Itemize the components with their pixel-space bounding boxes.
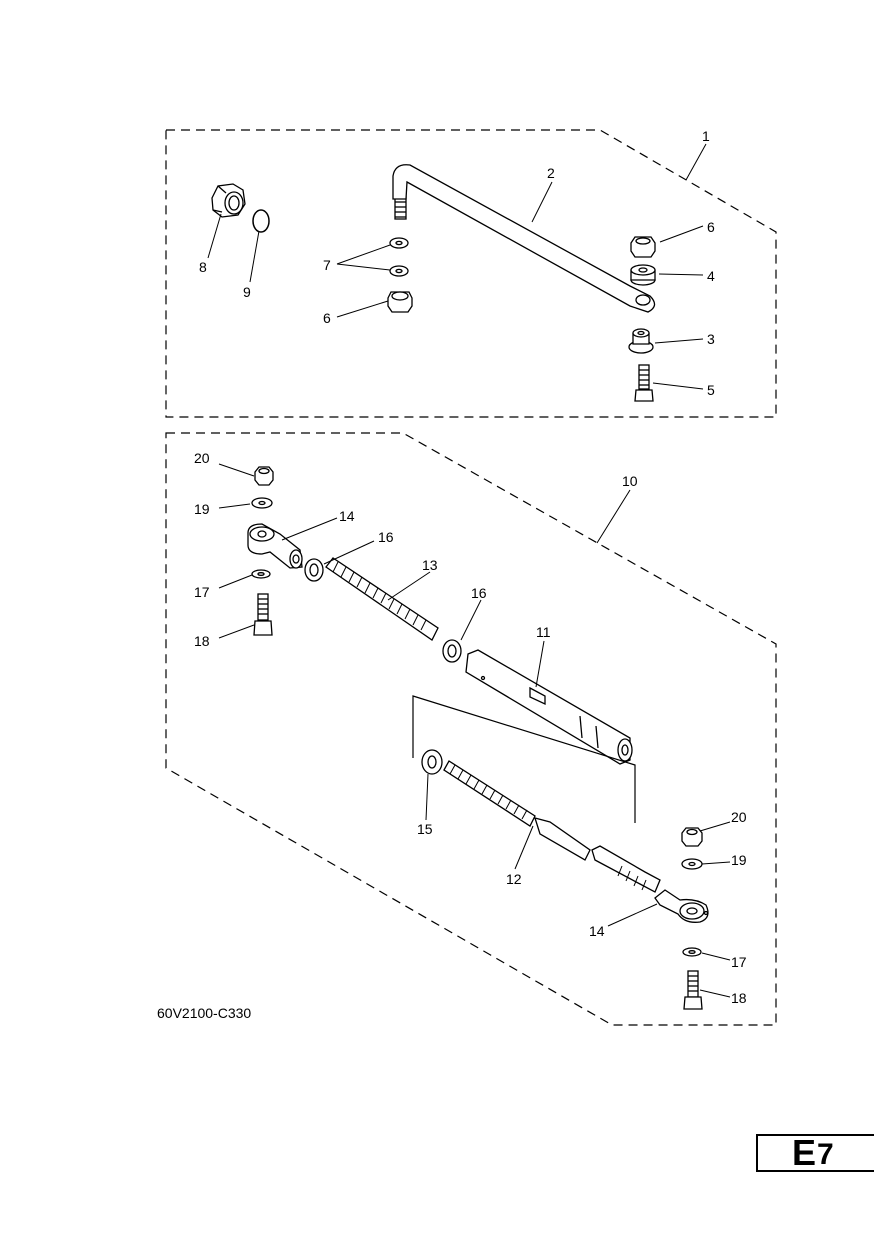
callout-15: 15 [417,821,433,837]
callout-10: 10 [622,473,638,489]
page-tag: E 7 [756,1134,874,1172]
callout-14: 14 [339,508,355,524]
o-ring-part-9 [252,209,270,233]
callout-9: 9 [243,284,251,300]
callout-8: 8 [199,259,207,275]
callout-12: 12 [506,871,522,887]
washer-part-17-right [682,947,702,957]
washer-part-19-left [251,497,273,509]
callout-5: 5 [707,382,715,398]
callout-7: 7 [323,257,331,273]
callout-11: 11 [536,624,551,640]
callout-1: 1 [702,128,710,144]
detail-bracket [412,695,636,823]
callout-19: 19 [194,501,210,517]
nut-part-16-right [442,639,462,663]
bolt-part-18-right [683,970,703,1010]
callout-labels: 1 2 6 4 3 5 8 9 7 6 10 20 19 14 16 13 16… [194,128,747,1006]
nut-part-20-right [681,827,703,847]
nut-part-6-left [387,291,413,313]
washer-part-17-left [251,569,271,579]
nut-part-15 [421,749,443,775]
callout-19: 19 [731,852,747,868]
bushing-part-3 [628,328,654,354]
callout-2: 2 [547,165,555,181]
callout-16: 16 [471,585,487,601]
nut-part-16-left [304,558,324,582]
callout-4: 4 [707,268,715,284]
bolt-part-18-left [253,593,273,636]
link-rod-part-2 [392,164,656,313]
rod-end-part-14-right [654,889,709,923]
spacer-part-4 [630,264,656,286]
bolt-part-5 [634,364,654,402]
group-10-boundary [165,432,777,1026]
nut-part-20-left [254,466,274,486]
callout-17: 17 [194,584,210,600]
washers-part-7 [389,237,409,277]
callout-20: 20 [194,450,210,466]
callout-6: 6 [323,310,331,326]
rod-end-part-14-left [247,523,303,569]
callout-20: 20 [731,809,747,825]
callout-16: 16 [378,529,394,545]
page-tag-letter: E [792,1132,817,1173]
washer-part-19-right [681,858,703,870]
threaded-rod-part-12 [443,760,661,893]
diagram-code: 60V2100-C330 [157,1005,252,1021]
callout-6: 6 [707,219,715,235]
sleeve-part-11 [465,649,633,765]
callout-3: 3 [707,331,715,347]
callout-14: 14 [589,923,605,939]
nut-part-6-right [630,236,656,258]
callout-18: 18 [194,633,210,649]
callout-17: 17 [731,954,747,970]
nut-part-8 [211,183,246,218]
callout-13: 13 [422,557,438,573]
leader-lines [207,143,731,998]
page-tag-number: 7 [817,1138,834,1171]
callout-18: 18 [731,990,747,1006]
group-1-boundary [165,129,777,418]
